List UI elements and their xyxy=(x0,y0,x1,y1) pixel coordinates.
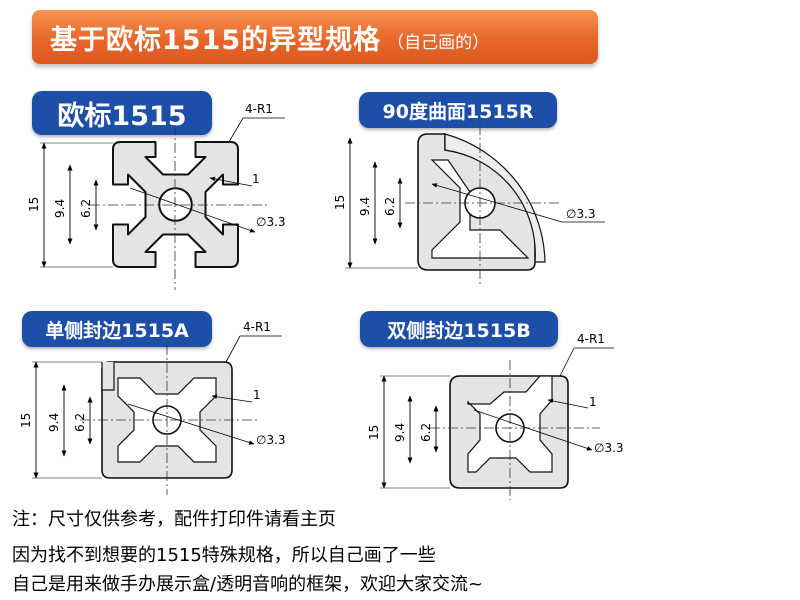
dim-inner: 6.2 xyxy=(383,197,397,216)
dim-inner: 6.2 xyxy=(79,199,93,218)
profile-label-curved: 90度曲面1515R xyxy=(359,92,557,128)
dim-hole: ∅3.3 xyxy=(256,433,286,447)
profile-standard-drawing: 15 9.4 6.2 1 ∅3.3 4-R1 xyxy=(27,102,286,290)
dim-total: 15 xyxy=(27,197,41,212)
dim-mid: 9.4 xyxy=(47,413,61,432)
dim-hole: ∅3.3 xyxy=(566,207,596,221)
dim-slot: 1 xyxy=(252,172,260,186)
page-subtitle: （自己画的） xyxy=(387,32,490,53)
profile-label-double-side: 双侧封边1515B xyxy=(360,311,558,347)
dim-mid: 9.4 xyxy=(53,199,67,218)
dim-radius: 4-R1 xyxy=(243,320,271,334)
title-banner: 基于欧标1515的异型规格 （自己画的） xyxy=(32,10,598,64)
note-line-2: 因为找不到想要的1515特殊规格，所以自己画了一些 xyxy=(12,545,436,566)
dim-slot: 1 xyxy=(589,395,597,409)
dim-hole: ∅3.3 xyxy=(594,441,624,455)
dim-inner: 6.2 xyxy=(73,413,87,432)
note-line-3: 自己是用来做手办展示盒/透明音响的框架，欢迎大家交流~ xyxy=(12,574,484,595)
dim-total: 15 xyxy=(333,195,347,210)
profile-label-single-side: 单侧封边1515A xyxy=(22,311,212,347)
profile-single-side-drawing: 15 9.4 6.2 1 ∅3.3 4-R1 xyxy=(19,320,286,495)
dim-radius: 4-R1 xyxy=(577,332,605,346)
dim-mid: 9.4 xyxy=(393,423,407,442)
dim-mid: 9.4 xyxy=(358,197,372,216)
dim-inner: 6.2 xyxy=(419,423,433,442)
dim-slot: 1 xyxy=(253,388,261,402)
dim-total: 15 xyxy=(19,413,33,428)
dim-radius: 4-R1 xyxy=(245,102,273,116)
dim-hole: ∅3.3 xyxy=(256,215,286,229)
profile-label-standard: 欧标1515 xyxy=(32,91,212,135)
profile-curved-drawing: 15 9.4 6.2 ∅3.3 xyxy=(333,125,605,285)
note-line-1: 注：尺寸仅供参考，配件打印件请看主页 xyxy=(12,509,336,530)
dim-total: 15 xyxy=(367,425,381,440)
page-title: 基于欧标1515的异型规格 xyxy=(50,24,382,56)
profile-double-side-drawing: 15 9.4 6.2 1 ∅3.3 4-R1 xyxy=(367,332,624,500)
